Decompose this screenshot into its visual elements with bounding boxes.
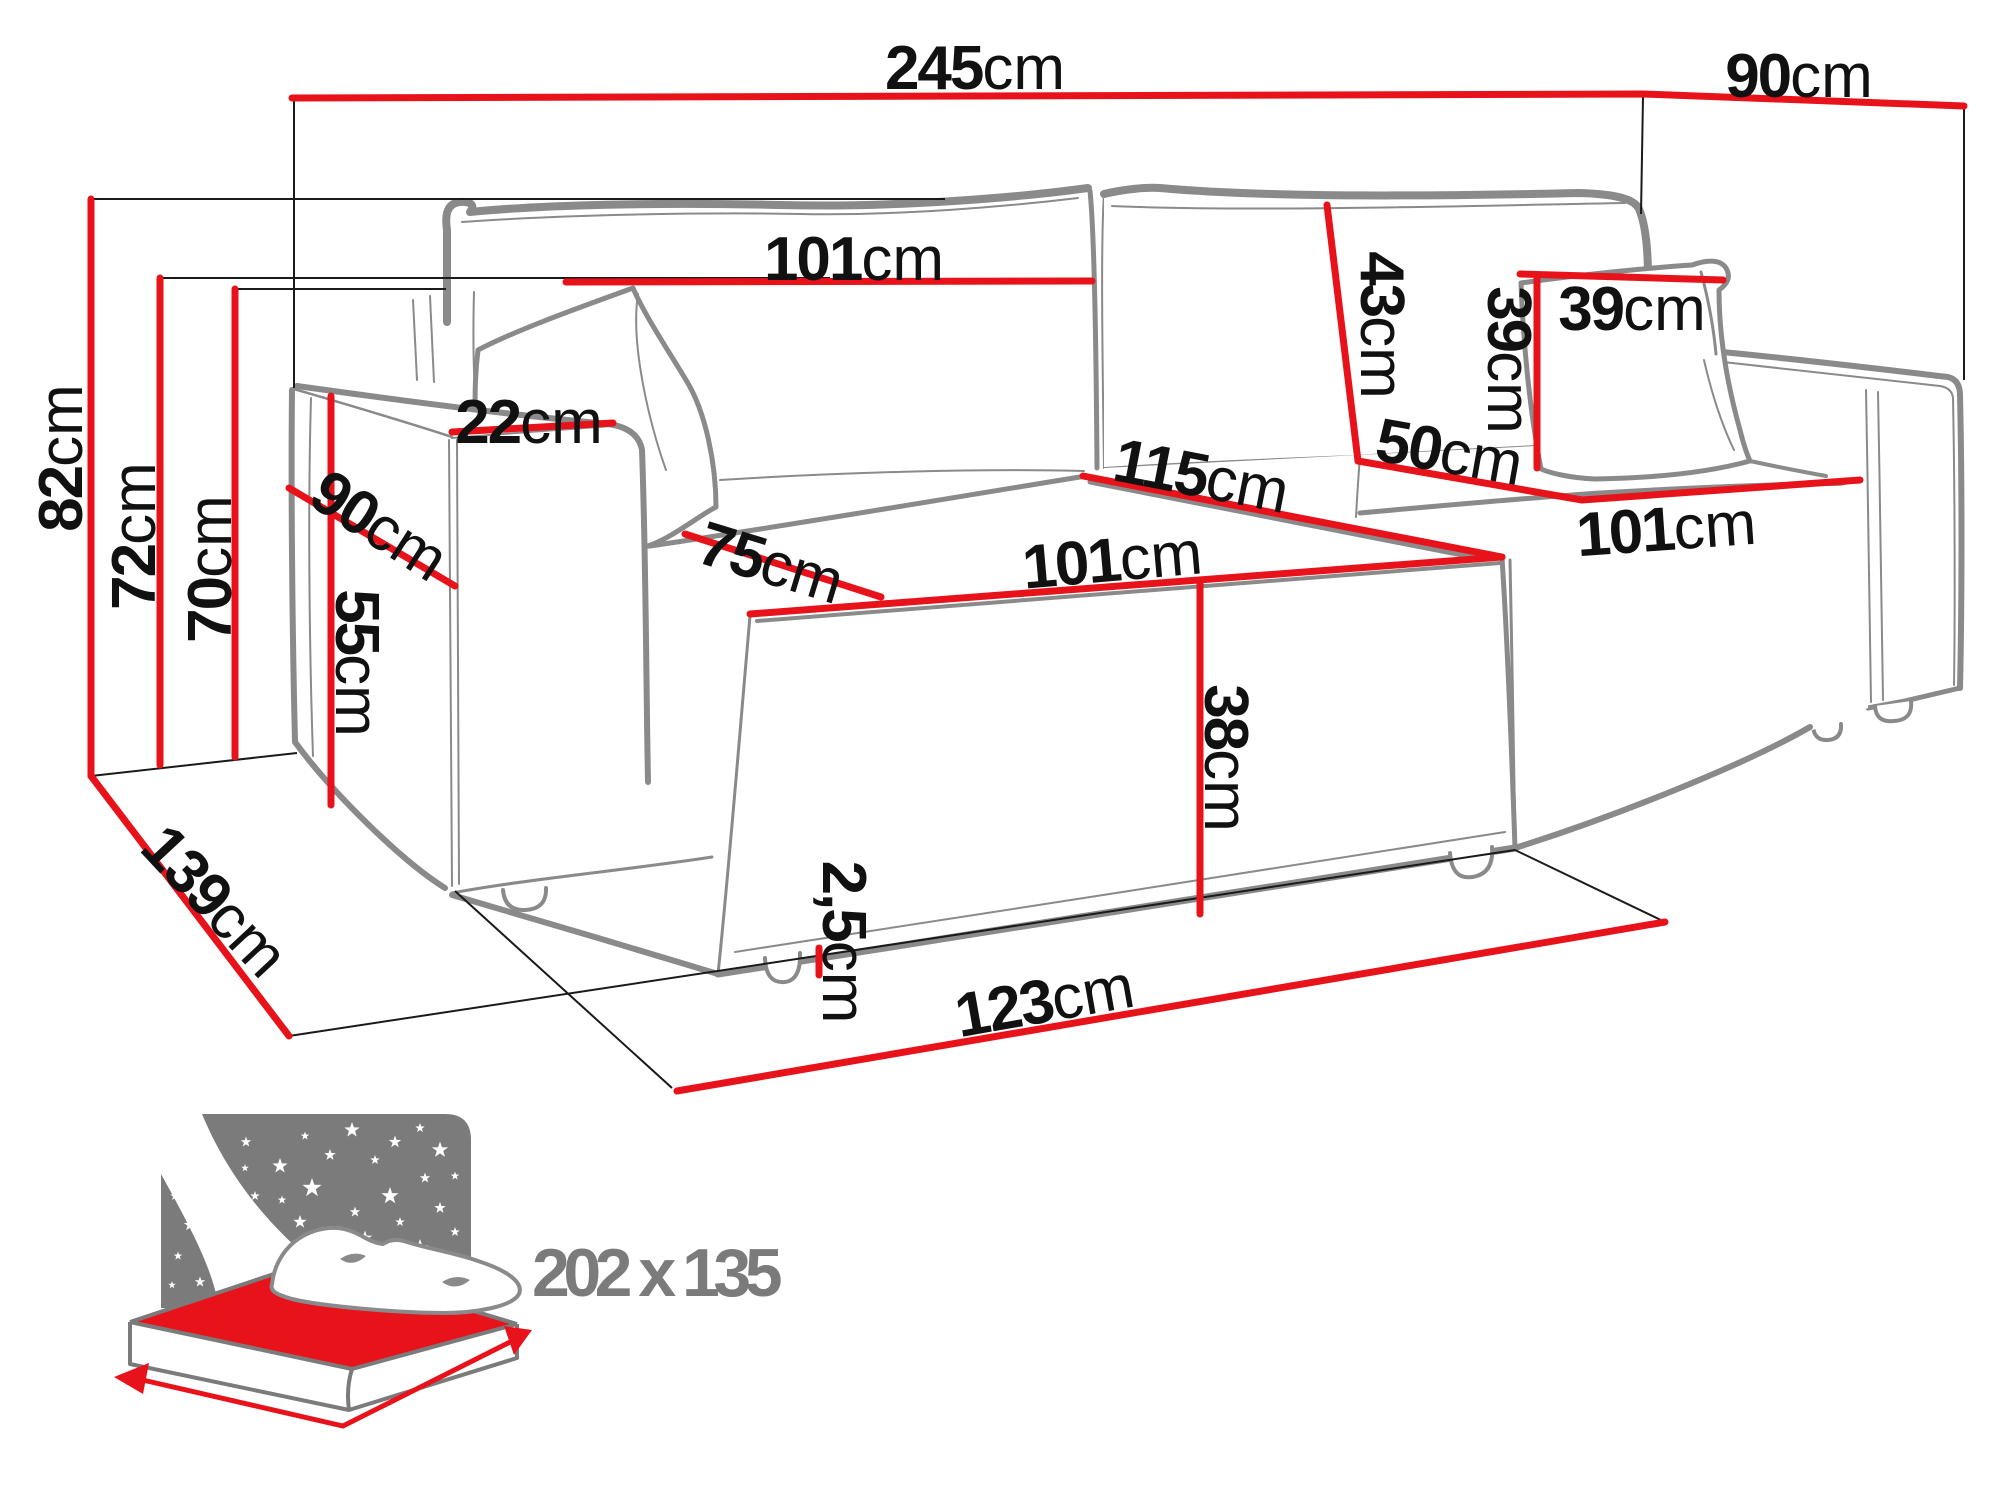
svg-text:2,5cm: 2,5cm: [809, 861, 878, 1024]
svg-text:38cm: 38cm: [1191, 684, 1260, 832]
svg-text:101cm: 101cm: [1574, 489, 1758, 570]
svg-text:123cm: 123cm: [950, 952, 1139, 1051]
svg-text:22cm: 22cm: [455, 388, 603, 457]
svg-text:101cm: 101cm: [764, 225, 944, 294]
svg-text:72cm: 72cm: [100, 462, 169, 610]
svg-text:101cm: 101cm: [1020, 518, 1205, 602]
svg-text:39cm: 39cm: [1474, 286, 1543, 434]
svg-text:39cm: 39cm: [1558, 275, 1706, 344]
svg-text:245cm: 245cm: [885, 34, 1065, 103]
svg-text:202 x 135: 202 x 135: [532, 1235, 781, 1311]
svg-text:70cm: 70cm: [176, 495, 245, 643]
svg-text:55cm: 55cm: [322, 589, 391, 737]
svg-text:82cm: 82cm: [27, 384, 96, 532]
svg-text:43cm: 43cm: [1347, 251, 1416, 399]
svg-text:90cm: 90cm: [1725, 42, 1873, 111]
svg-text:50cm: 50cm: [1371, 406, 1528, 500]
